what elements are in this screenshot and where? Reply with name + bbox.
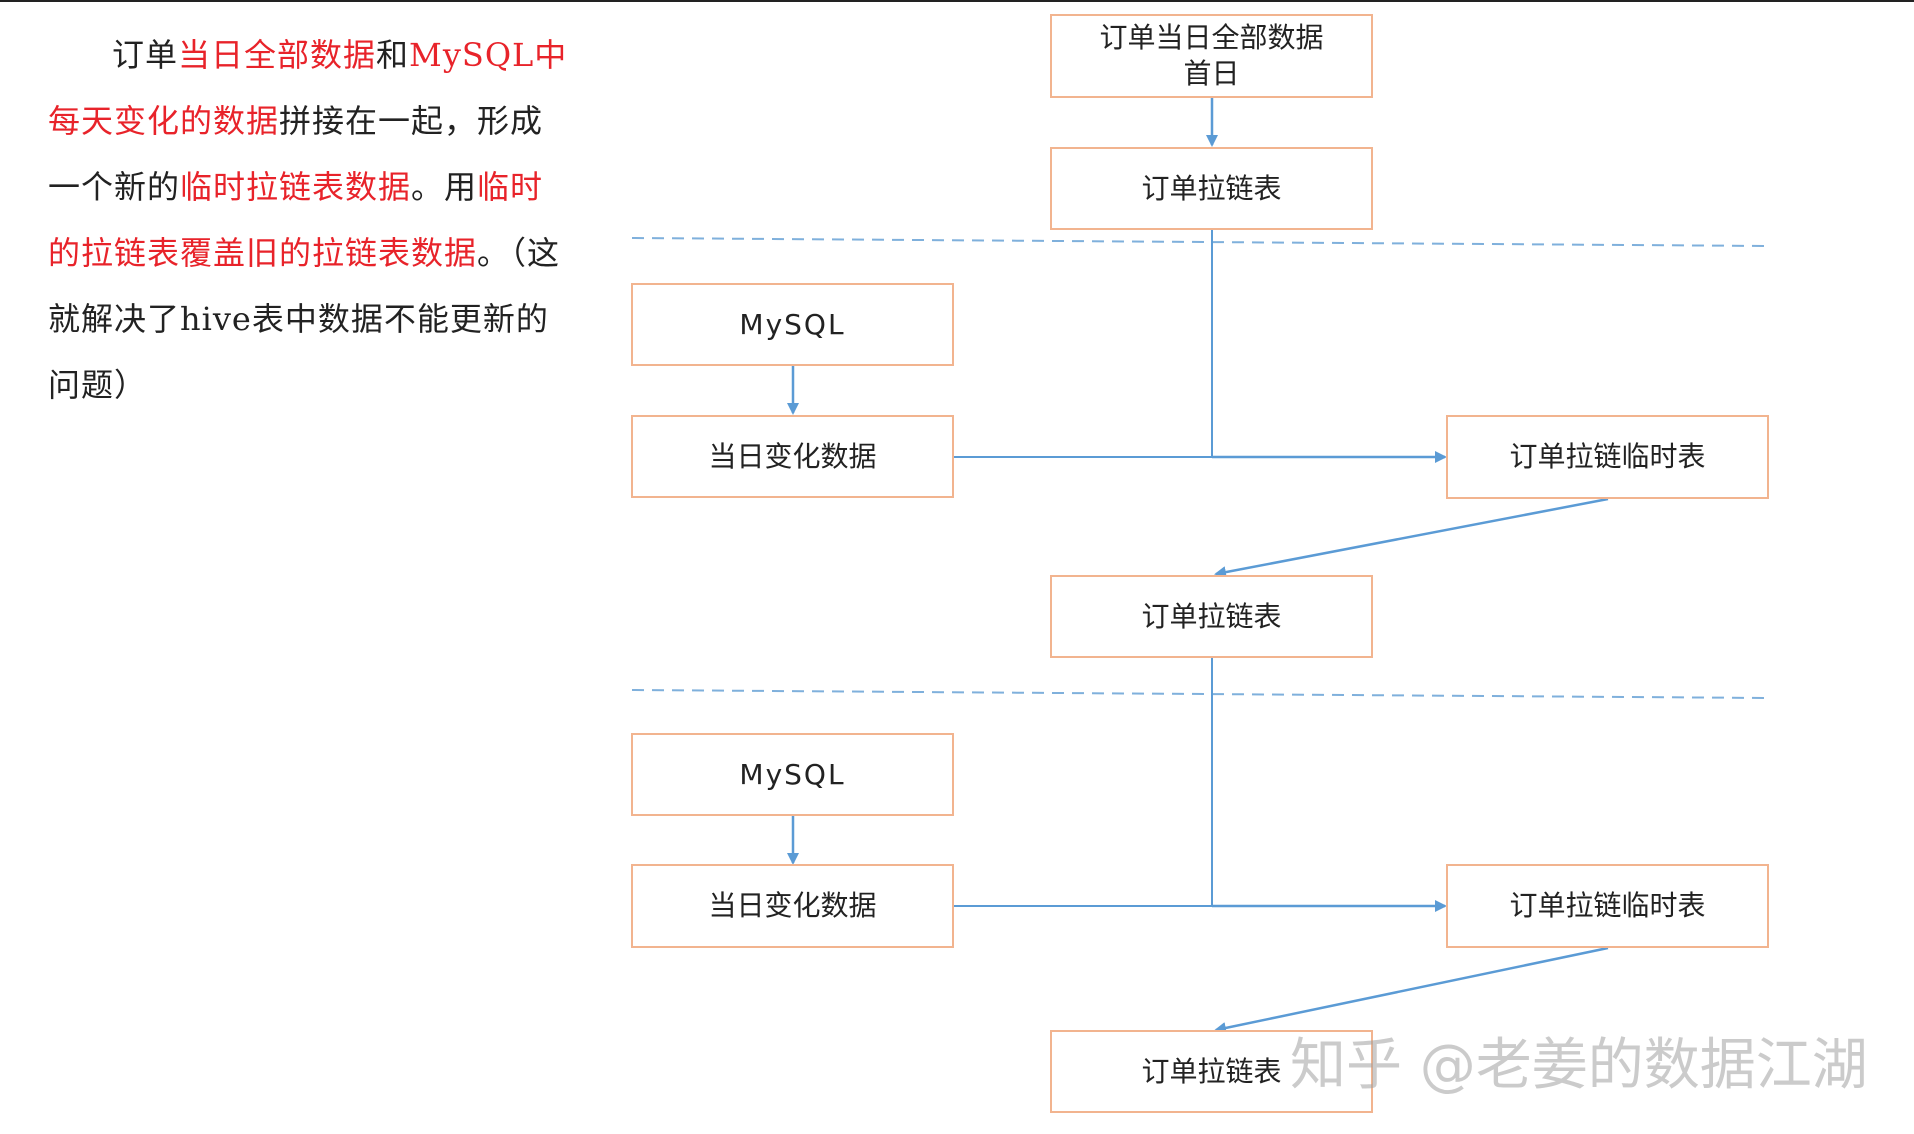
arrow-temp1-to-zipper2 [1214, 497, 1609, 579]
stage-separator-1 [631, 237, 1771, 247]
top-border-line [0, 0, 1914, 2]
node-mysql-2: MySQL [631, 733, 954, 816]
highlight-text: MySQL中每天变化的数据 [48, 36, 568, 140]
node-daily-change-2: 当日变化数据 [631, 864, 954, 948]
node-daily-change-1: 当日变化数据 [631, 415, 954, 498]
node-zipper-table-2: 订单拉链表 [1050, 575, 1373, 658]
explanation-segment: 。（这就解决了hive表中数据不能更新的问题） [48, 234, 561, 404]
explanation-segment: 。用 [411, 168, 478, 206]
explanation-segment: 和 [376, 36, 410, 74]
arrow-temp2-to-zipper3 [1214, 946, 1609, 1034]
highlight-text: 临时拉链表数据 [180, 168, 412, 206]
node-first-day-full: 订单当日全部数据 首日 [1050, 14, 1373, 98]
stage-separator-2 [631, 689, 1771, 699]
node-zipper-table-3: 订单拉链表 [1050, 1030, 1373, 1113]
highlight-text: 临时的拉链表覆盖旧的拉链表数据 [48, 168, 544, 272]
node-zipper-temp-1: 订单拉链临时表 [1446, 415, 1769, 499]
node-mysql-1: MySQL [631, 283, 954, 366]
explanation-segment: 订单 [112, 36, 179, 74]
watermark-text: 知乎 @老姜的数据江湖 [1290, 1033, 1868, 1098]
explanation-text: 订单当日全部数据和MySQL中每天变化的数据拼接在一起，形成一个新的临时拉链表数… [48, 22, 568, 418]
highlight-text: 当日全部数据 [178, 36, 377, 74]
node-zipper-table-1: 订单拉链表 [1050, 147, 1373, 230]
node-zipper-temp-2: 订单拉链临时表 [1446, 864, 1769, 948]
explanation-segment: 拼接在一起，形成一个新的 [48, 102, 544, 206]
